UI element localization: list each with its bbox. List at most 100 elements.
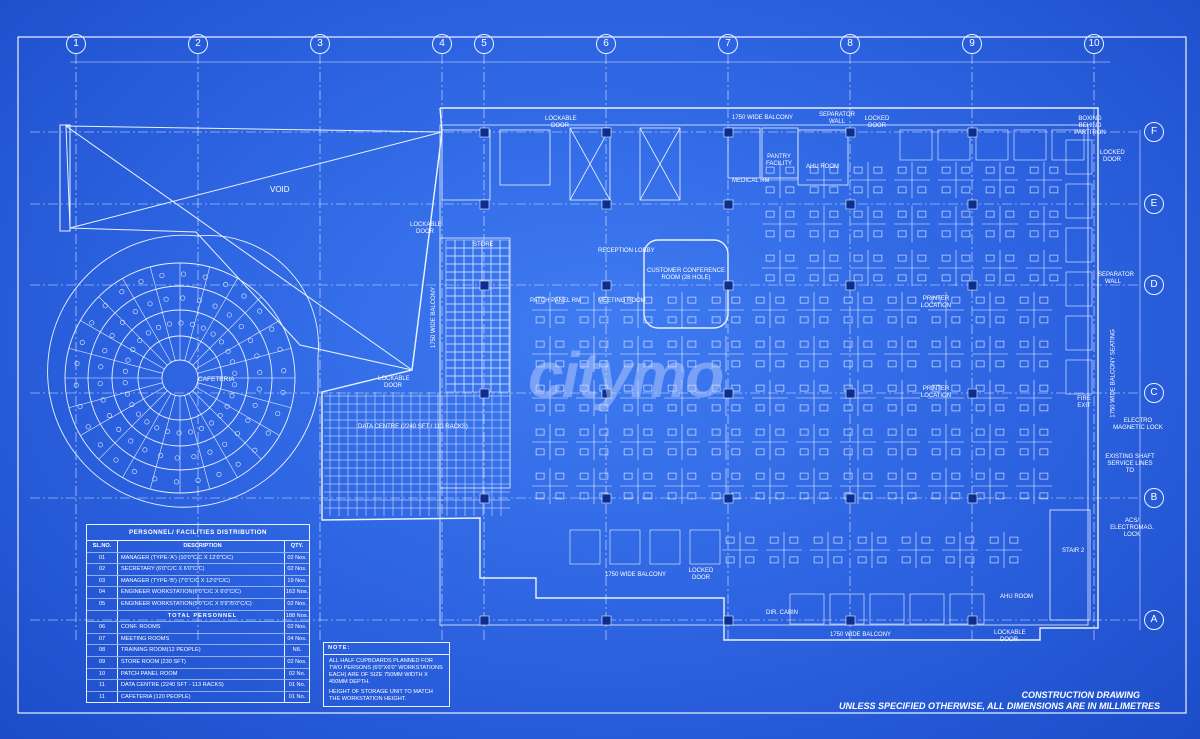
tile xyxy=(472,359,483,369)
cafeteria-seat xyxy=(235,431,241,437)
locked-door-top-label: LOCKED DOOR xyxy=(864,116,890,129)
manager-cabin xyxy=(1065,359,1093,395)
cafeteria-seat xyxy=(85,424,91,430)
cafeteria-seat xyxy=(222,441,228,447)
tile xyxy=(481,319,492,329)
manager-cabin xyxy=(1065,227,1093,263)
tile xyxy=(454,295,465,305)
tile xyxy=(463,343,474,353)
workstation-cluster xyxy=(928,468,964,504)
tile xyxy=(499,263,510,273)
seating-row xyxy=(197,382,292,409)
column-label: 6 xyxy=(596,34,616,54)
row-description: TRAINING ROOM(12 PEOPLE) xyxy=(118,645,285,656)
workstation-cluster xyxy=(576,336,612,372)
tile xyxy=(490,287,501,297)
tile xyxy=(499,367,510,377)
seating-row xyxy=(188,393,238,478)
tile xyxy=(499,311,510,321)
row-slno xyxy=(87,610,118,622)
balcony-top-label: 1750 WIDE BALCONY xyxy=(732,115,794,121)
lockable-door-mid-label: LOCKABLE DOOR xyxy=(378,376,410,389)
cafeteria-seat xyxy=(173,479,179,485)
electro-lock-2-label: ACS/ ELECTROMAG. LOCK xyxy=(1110,518,1154,538)
tile xyxy=(463,247,474,257)
workstation-cluster xyxy=(894,206,930,242)
tile xyxy=(454,255,465,265)
workstation-cluster xyxy=(884,468,920,504)
tile xyxy=(463,319,474,329)
workstation-cluster xyxy=(708,336,744,372)
locked-door-right-label: LOCKED DOOR xyxy=(1100,150,1125,163)
cafeteria-seat xyxy=(119,319,125,325)
cafeteria-seat xyxy=(100,397,106,403)
tile xyxy=(499,383,510,393)
row-qty: 02 Nos. xyxy=(287,658,307,665)
workstation-cluster xyxy=(938,206,974,242)
tile xyxy=(445,255,456,265)
tile xyxy=(454,239,465,249)
workstation-cluster xyxy=(982,250,1018,286)
workstation-cluster xyxy=(796,424,832,460)
tile xyxy=(454,271,465,281)
tile xyxy=(490,303,501,313)
tile xyxy=(463,287,474,297)
tile xyxy=(499,319,510,329)
service-core xyxy=(439,127,1091,621)
column-label: 7 xyxy=(718,34,738,54)
table-header-row: SL.NO. DESCRIPTION QTY. xyxy=(87,541,309,553)
workstation-cluster xyxy=(898,532,934,568)
manager-cabin xyxy=(899,129,933,161)
cafeteria-seat xyxy=(102,303,108,309)
fire-exit-label: FIRE EXIT xyxy=(1077,396,1091,409)
tile xyxy=(463,383,474,393)
workstation-cluster xyxy=(982,206,1018,242)
workstation-cluster xyxy=(576,468,612,504)
column-label: 1 xyxy=(66,34,86,54)
cafeteria-seat xyxy=(131,468,137,474)
tile xyxy=(499,351,510,361)
tile xyxy=(490,375,501,385)
cafeteria-seat xyxy=(124,391,130,397)
tile xyxy=(463,359,474,369)
workstation-cluster xyxy=(1026,250,1062,286)
seating-row xyxy=(192,390,262,460)
workstation-cluster xyxy=(576,292,612,328)
workstation-cluster xyxy=(850,162,886,198)
tile xyxy=(481,311,492,321)
workstation-cluster xyxy=(532,468,568,504)
workstation-cluster xyxy=(620,468,656,504)
patch-panel-label: PATCH PANEL RM xyxy=(530,298,582,304)
balcony-right-label: 1750 WIDE BALCONY SEATING xyxy=(1110,329,1117,418)
tile xyxy=(454,351,465,361)
seating-row xyxy=(188,278,238,363)
row-description: CAFETERIA (120 PEOPLE) xyxy=(118,691,285,703)
workstation-cluster xyxy=(810,532,846,568)
workstation-cluster xyxy=(928,424,964,460)
tile xyxy=(499,303,510,313)
row-label: A xyxy=(1144,610,1164,630)
workstation-cluster xyxy=(766,532,802,568)
tile xyxy=(463,311,474,321)
workstation-cluster xyxy=(796,380,832,416)
cafeteria-seat xyxy=(281,368,287,374)
cafeteria-seat xyxy=(257,308,263,314)
seating-row xyxy=(195,320,280,370)
tile xyxy=(445,327,456,337)
workstation-cluster xyxy=(762,250,798,286)
tile xyxy=(472,247,483,257)
workstation-cluster xyxy=(620,380,656,416)
tile xyxy=(499,287,510,297)
workstation-cluster xyxy=(1016,380,1052,416)
tile xyxy=(463,303,474,313)
workstation-cluster xyxy=(1016,336,1052,372)
structural-column xyxy=(601,388,612,399)
row-description: DATA CENTRE (2240 SFT - 113 RACKS) xyxy=(118,680,285,691)
workstation-cluster xyxy=(620,292,656,328)
cafeteria-seat xyxy=(130,347,136,353)
notes-title: NOTE: xyxy=(324,643,449,655)
workstation-cluster xyxy=(972,336,1008,372)
cafeteria-seat xyxy=(254,353,260,359)
structural-column xyxy=(601,127,612,138)
manager-cabin xyxy=(937,129,971,161)
